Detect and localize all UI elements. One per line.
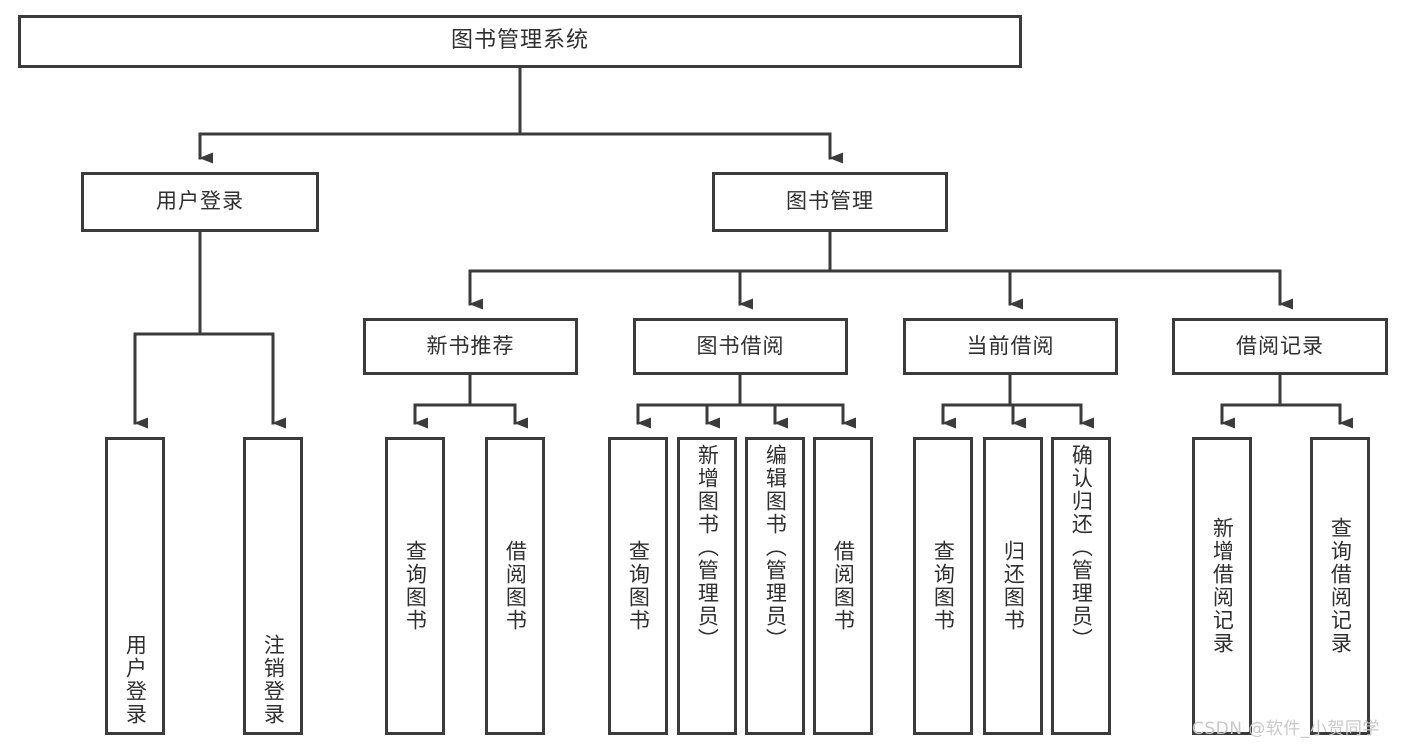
node-leaf-logout-label: 注销登录	[261, 634, 286, 726]
csdn-watermark: CSDN @软件_小贺同学	[1192, 719, 1380, 739]
node-leaf-return-book[interactable]: 归还图书	[983, 437, 1043, 735]
node-leaf-add-book[interactable]: 新增图书（管理员）	[677, 437, 737, 735]
node-current-borrow[interactable]: 当前借阅	[903, 318, 1118, 375]
node-leaf-borrow-book-2-label: 借阅图书	[831, 540, 856, 632]
node-leaf-query-book-2-label: 查询图书	[626, 540, 651, 632]
node-leaf-query-book-2[interactable]: 查询图书	[608, 437, 668, 735]
node-book-manage[interactable]: 图书管理	[712, 172, 948, 232]
node-borrow-record-label: 借阅记录	[1236, 333, 1324, 358]
node-leaf-query-book-3[interactable]: 查询图书	[913, 437, 973, 735]
node-book-borrow-label: 图书借阅	[696, 333, 785, 358]
node-leaf-query-record-label: 查询借阅记录	[1328, 517, 1353, 655]
node-leaf-edit-book-label: 编辑图书（管理员）	[763, 444, 788, 651]
node-leaf-query-book-1-label: 查询图书	[403, 540, 428, 632]
node-borrow-record[interactable]: 借阅记录	[1172, 318, 1388, 375]
node-root-label: 图书管理系统	[450, 28, 589, 54]
node-leaf-confirm-return-label: 确认归还（管理员）	[1069, 444, 1094, 651]
node-new-book-recommend[interactable]: 新书推荐	[363, 318, 578, 375]
node-leaf-borrow-book-1[interactable]: 借阅图书	[485, 437, 545, 735]
node-book-manage-label: 图书管理	[786, 189, 874, 214]
node-leaf-borrow-book-2[interactable]: 借阅图书	[813, 437, 873, 735]
node-book-borrow[interactable]: 图书借阅	[633, 318, 848, 375]
node-leaf-query-book-1[interactable]: 查询图书	[385, 437, 445, 735]
node-leaf-query-record[interactable]: 查询借阅记录	[1310, 437, 1370, 735]
node-root[interactable]: 图书管理系统	[18, 15, 1022, 68]
node-current-borrow-label: 当前借阅	[966, 333, 1055, 358]
node-leaf-add-record-label: 新增借阅记录	[1210, 517, 1235, 655]
node-user-login[interactable]: 用户登录	[81, 172, 319, 232]
node-leaf-query-book-3-label: 查询图书	[931, 540, 956, 632]
node-leaf-add-record[interactable]: 新增借阅记录	[1192, 437, 1252, 735]
node-new-book-recommend-label: 新书推荐	[426, 333, 515, 358]
node-leaf-user-login[interactable]: 用户登录	[105, 437, 165, 735]
node-leaf-return-book-label: 归还图书	[1001, 540, 1026, 632]
node-user-login-label: 用户登录	[156, 189, 244, 214]
node-leaf-logout[interactable]: 注销登录	[243, 437, 303, 735]
node-leaf-confirm-return[interactable]: 确认归还（管理员）	[1051, 437, 1111, 735]
node-leaf-edit-book[interactable]: 编辑图书（管理员）	[745, 437, 805, 735]
node-leaf-add-book-label: 新增图书（管理员）	[695, 444, 720, 651]
node-leaf-user-login-label: 用户登录	[123, 634, 148, 726]
node-leaf-borrow-book-1-label: 借阅图书	[503, 540, 528, 632]
